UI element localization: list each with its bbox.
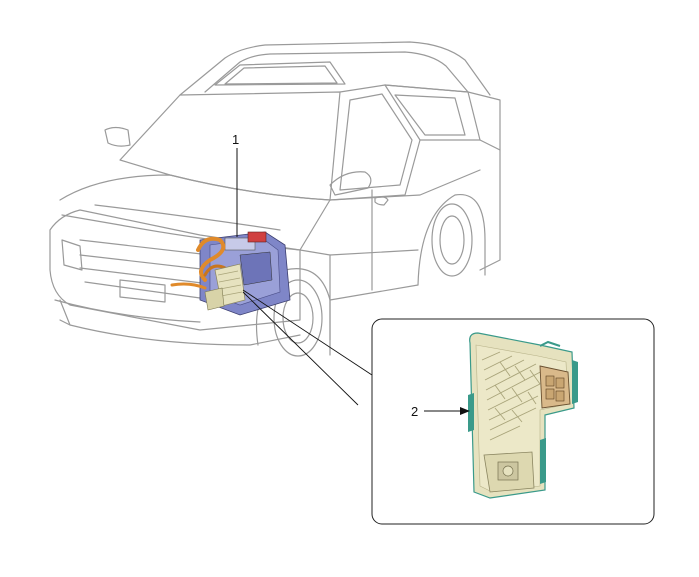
zoom-line-lower (242, 291, 359, 406)
vehicle-outline (49, 41, 501, 357)
callout-2-label: 2 (411, 404, 419, 419)
control-module (468, 332, 578, 499)
callout-1-label: 1 (232, 132, 240, 147)
zoom-line-upper (242, 289, 376, 378)
powertrain-assembly (170, 231, 291, 316)
callout-2-arrowhead (460, 407, 470, 415)
